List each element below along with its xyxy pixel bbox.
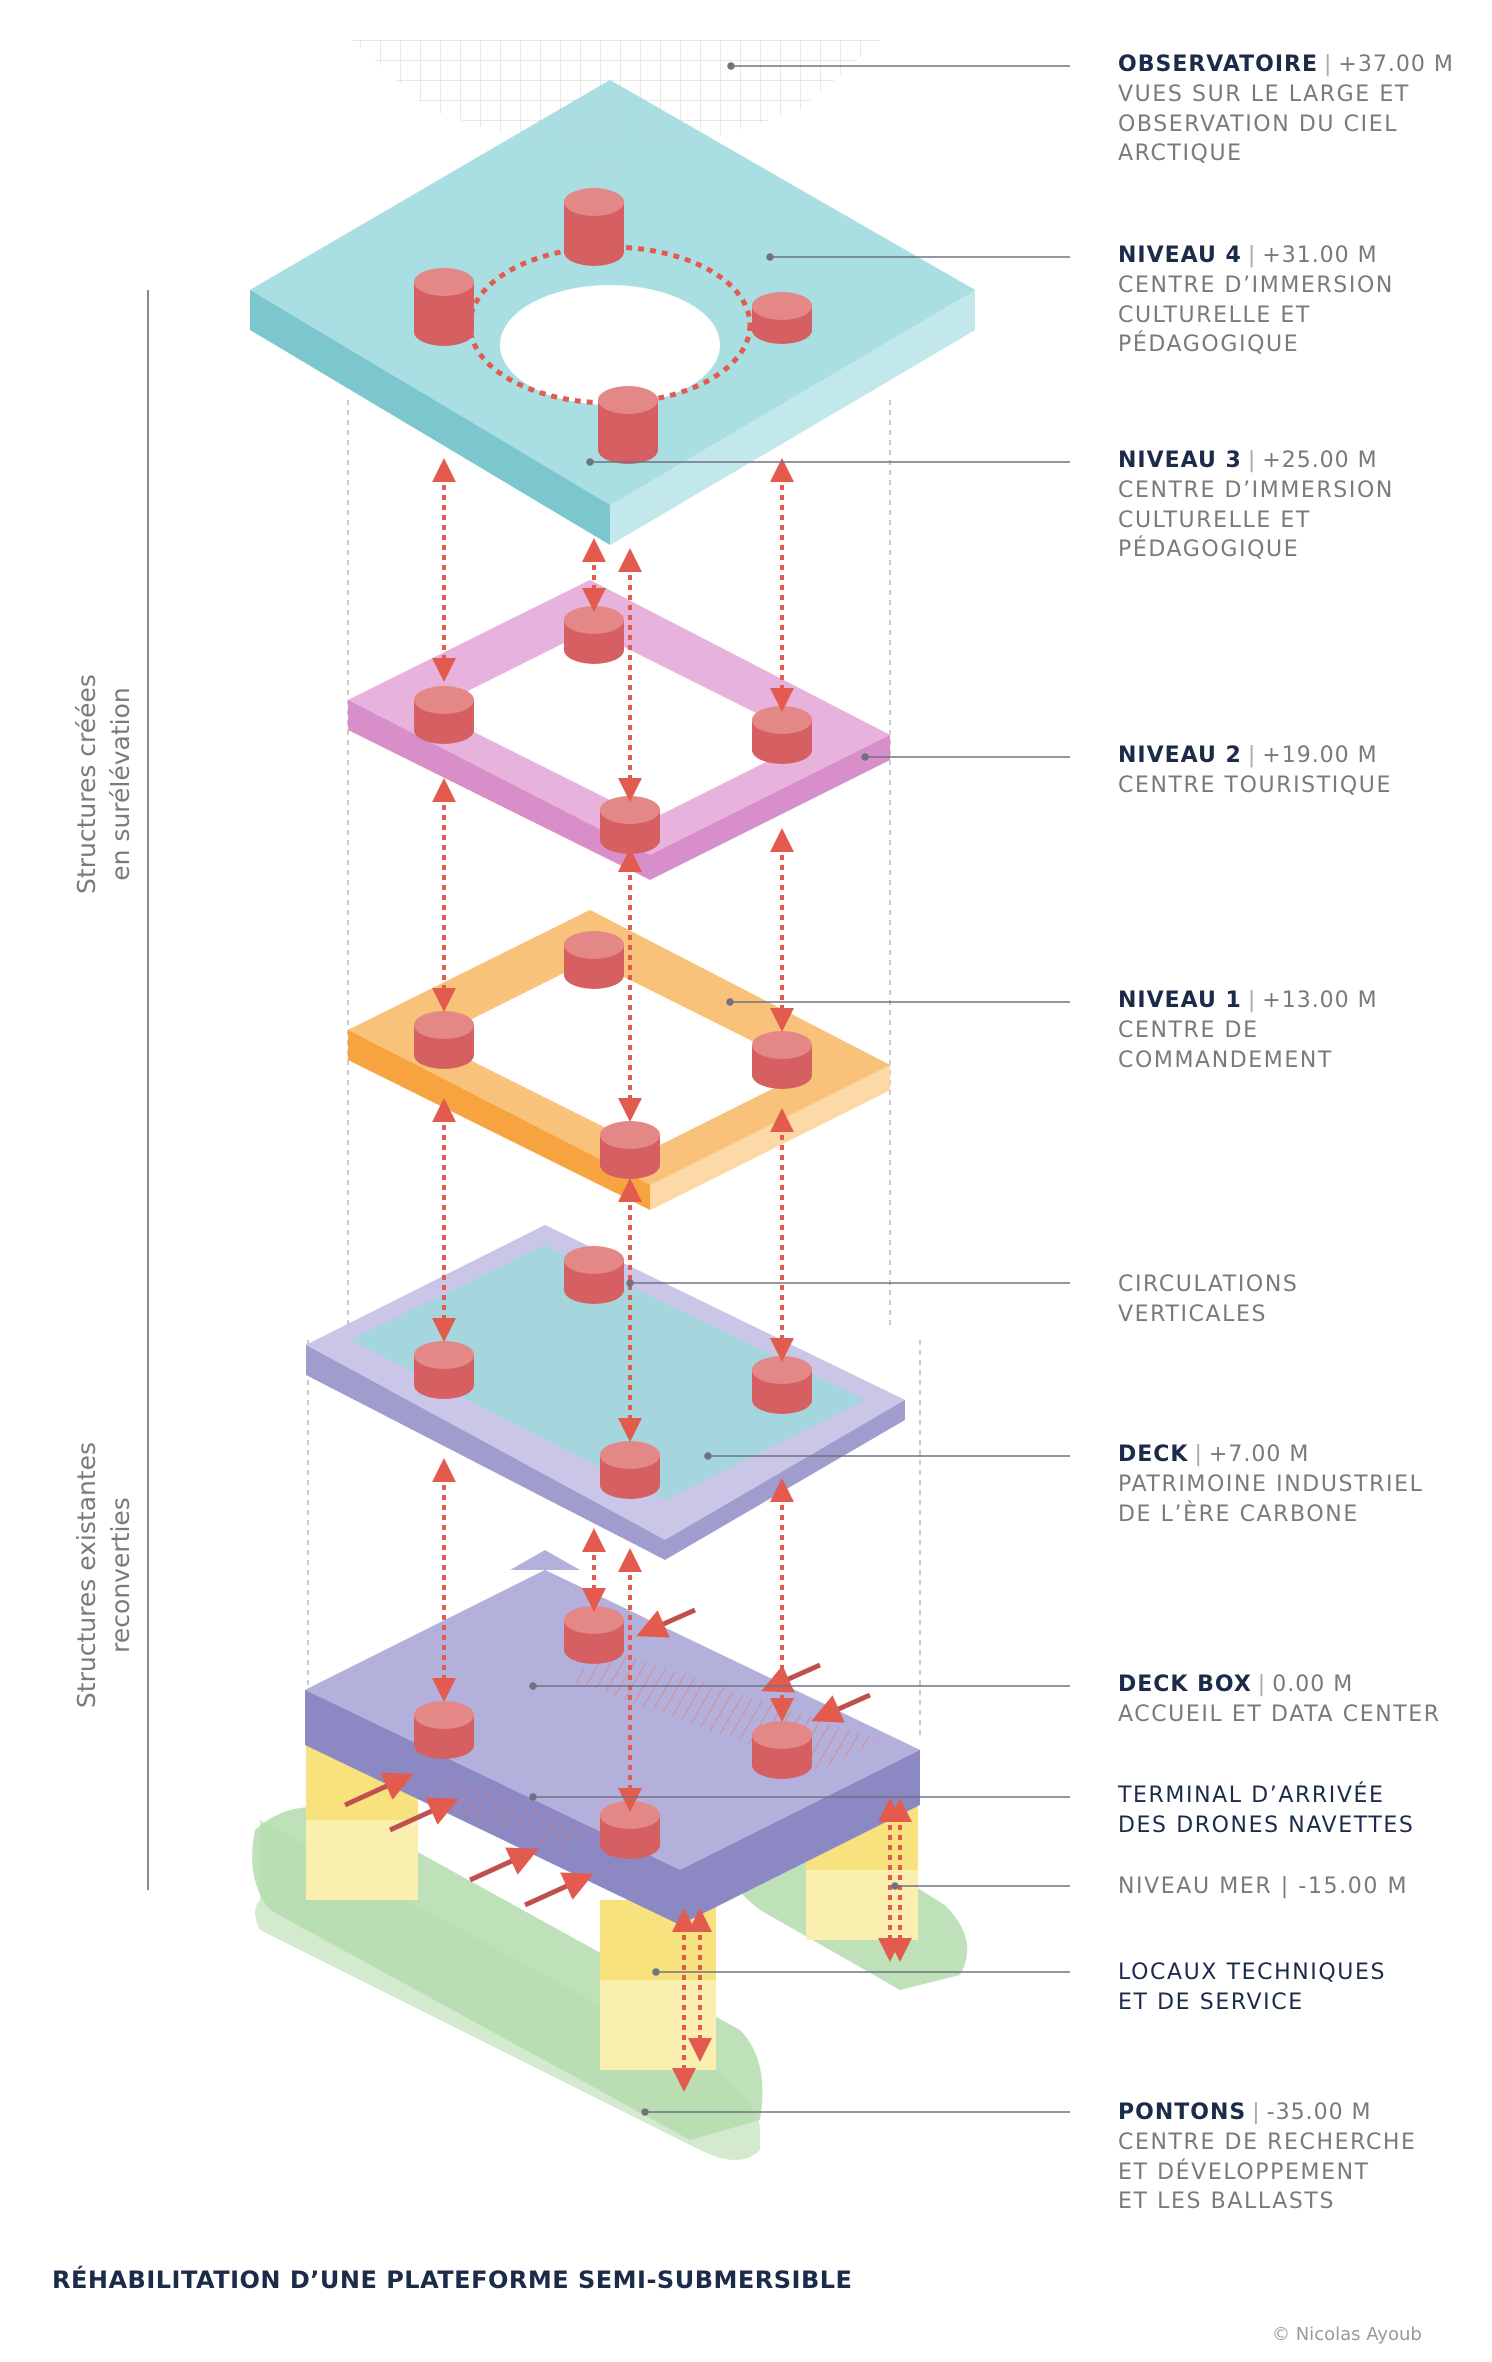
label-desc-1: CENTRE D’IMMERSION (1118, 478, 1394, 503)
label-desc-2: VERTICALES (1118, 1301, 1268, 1327)
drone-arrows (343, 1607, 872, 1908)
label-desc-2: ET DÉVELOPPEMENT (1118, 2159, 1370, 2185)
guide-lines (307, 400, 921, 1740)
label-desc-3: ET LES BALLASTS (1118, 2189, 1336, 2214)
label-desc-1: CENTRE DE RECHERCHE (1118, 2130, 1417, 2155)
cylinders (414, 188, 812, 1859)
label-elevation: +7.00 M (1208, 1442, 1310, 1467)
label-observatoire: OBSERVATOIRE|+37.00 M VUES SUR LE LARGE … (1118, 50, 1478, 169)
label-locaux: LOCAUX TECHNIQUES ET DE SERVICE (1118, 1958, 1478, 2017)
side-bottom-line1: Structures existantes (72, 1441, 101, 1709)
label-elevation: +31.00 M (1262, 243, 1378, 268)
label-desc-1: NIVEAU MER | -15.00 M (1118, 1874, 1409, 1899)
label-terminal: TERMINAL D’ARRIVÉE DES DRONES NAVETTES (1118, 1781, 1478, 1840)
label-niveaumer: NIVEAU MER | -15.00 M (1118, 1872, 1478, 1902)
label-desc-1: CENTRE TOURISTIQUE (1118, 773, 1392, 798)
label-desc-2: DE L’ÈRE CARBONE (1118, 1501, 1359, 1527)
label-desc-2: COMMANDEMENT (1118, 1047, 1333, 1073)
caption: RÉHABILITATION D’UNE PLATEFORME SEMI-SUB… (52, 2266, 853, 2294)
label-desc-1: TERMINAL D’ARRIVÉE (1118, 1783, 1385, 1808)
label-elevation: +13.00 M (1262, 988, 1378, 1013)
label-name: OBSERVATOIRE (1118, 52, 1318, 77)
label-name: NIVEAU 3 (1118, 448, 1242, 473)
label-elevation: +37.00 M (1338, 52, 1454, 77)
side-label-bottom: Structures existantes reconverties (70, 1425, 150, 1725)
label-name: DECK (1118, 1442, 1189, 1467)
label-desc-3: PÉDAGOGIQUE (1118, 537, 1300, 562)
label-desc-1: PATRIMOINE INDUSTRIEL (1118, 1472, 1424, 1497)
label-name: DECK BOX (1118, 1672, 1252, 1697)
side-label-top: Structures créées en surélévation (70, 634, 150, 934)
label-elevation: 0.00 M (1272, 1672, 1354, 1697)
label-circulations: CIRCULATIONS VERTICALES (1118, 1270, 1478, 1329)
label-name: NIVEAU 4 (1118, 243, 1242, 268)
leader-lines (529, 62, 1070, 2116)
label-desc-2: ET DE SERVICE (1118, 1989, 1304, 2015)
side-bottom-line2: reconverties (106, 1497, 135, 1653)
label-desc-1: CENTRE D’IMMERSION (1118, 273, 1394, 298)
side-top-line2: en surélévation (106, 687, 135, 881)
label-name: NIVEAU 1 (1118, 988, 1242, 1013)
label-desc-3: ARCTIQUE (1118, 141, 1243, 166)
label-desc-2: CULTURELLE ET (1118, 507, 1311, 533)
label-niveau4: NIVEAU 4|+31.00 M CENTRE D’IMMERSION CUL… (1118, 241, 1478, 360)
label-desc-1: CIRCULATIONS (1118, 1272, 1299, 1297)
label-name: PONTONS (1118, 2100, 1247, 2125)
label-elevation: -35.00 M (1266, 2100, 1372, 2125)
label-elevation: +25.00 M (1262, 448, 1378, 473)
observatoire-shape (352, 40, 880, 170)
side-top-line1: Structures créées (72, 674, 101, 894)
label-desc-1: VUES SUR LE LARGE ET (1118, 82, 1410, 107)
label-desc-1: LOCAUX TECHNIQUES (1118, 1960, 1387, 1985)
label-niveau2: NIVEAU 2|+19.00 M CENTRE TOURISTIQUE (1118, 741, 1478, 801)
label-elevation: +19.00 M (1262, 743, 1378, 768)
label-niveau1: NIVEAU 1|+13.00 M CENTRE DE COMMANDEMENT (1118, 986, 1478, 1075)
label-desc-1: CENTRE DE (1118, 1018, 1259, 1043)
label-desc-3: PÉDAGOGIQUE (1118, 332, 1300, 357)
label-desc-2: DES DRONES NAVETTES (1118, 1812, 1415, 1838)
label-deckbox: DECK BOX|0.00 M ACCUEIL ET DATA CENTER (1118, 1670, 1478, 1730)
credit: © Nicolas Ayoub (1272, 2324, 1422, 2345)
label-desc-2: CULTURELLE ET (1118, 302, 1311, 328)
label-name: NIVEAU 2 (1118, 743, 1242, 768)
label-desc-1: ACCUEIL ET DATA CENTER (1118, 1702, 1441, 1727)
label-pontons: PONTONS|-35.00 M CENTRE DE RECHERCHE ET … (1118, 2098, 1478, 2217)
label-deck: DECK|+7.00 M PATRIMOINE INDUSTRIEL DE L’… (1118, 1440, 1478, 1529)
niveau34-shape (250, 80, 975, 545)
label-desc-2: OBSERVATION DU CIEL (1118, 111, 1399, 137)
circulation-arrows (432, 458, 912, 2092)
label-niveau3: NIVEAU 3|+25.00 M CENTRE D’IMMERSION CUL… (1118, 446, 1478, 565)
